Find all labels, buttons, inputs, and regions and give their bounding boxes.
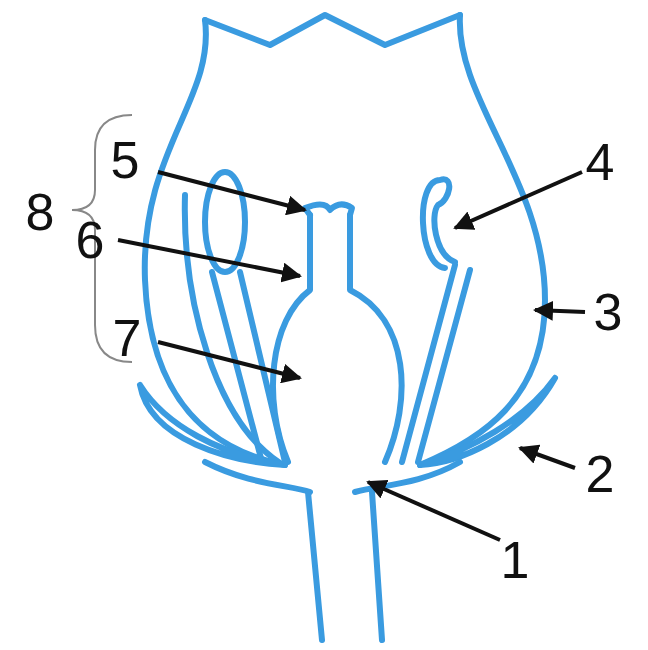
- callout-number: 2: [586, 448, 615, 500]
- callout-number: 3: [594, 286, 623, 338]
- anther: [423, 179, 455, 268]
- callout-number: 7: [113, 312, 142, 364]
- callout-number: 4: [586, 136, 615, 188]
- leader-line: [535, 310, 585, 312]
- leader-line: [158, 342, 300, 378]
- leader-line: [455, 172, 582, 228]
- callout-number: 1: [501, 534, 530, 586]
- leader-line: [118, 240, 300, 276]
- petal-inner: [185, 195, 280, 463]
- petal: [145, 20, 285, 465]
- stem: [308, 492, 382, 640]
- style-ovary: [350, 215, 402, 462]
- callout-number: 8: [26, 186, 55, 238]
- leader-line: [158, 172, 305, 210]
- petal-rim: [205, 15, 460, 45]
- filament: [402, 265, 470, 462]
- flower-outline: [140, 15, 555, 640]
- leader-line: [520, 448, 575, 468]
- petal: [420, 15, 545, 465]
- leader-lines: [118, 172, 585, 540]
- leader-line: [368, 482, 500, 540]
- receptacle: [205, 462, 460, 492]
- sepal: [140, 385, 285, 465]
- callout-number: 5: [111, 134, 140, 186]
- callout-number: 6: [76, 214, 105, 266]
